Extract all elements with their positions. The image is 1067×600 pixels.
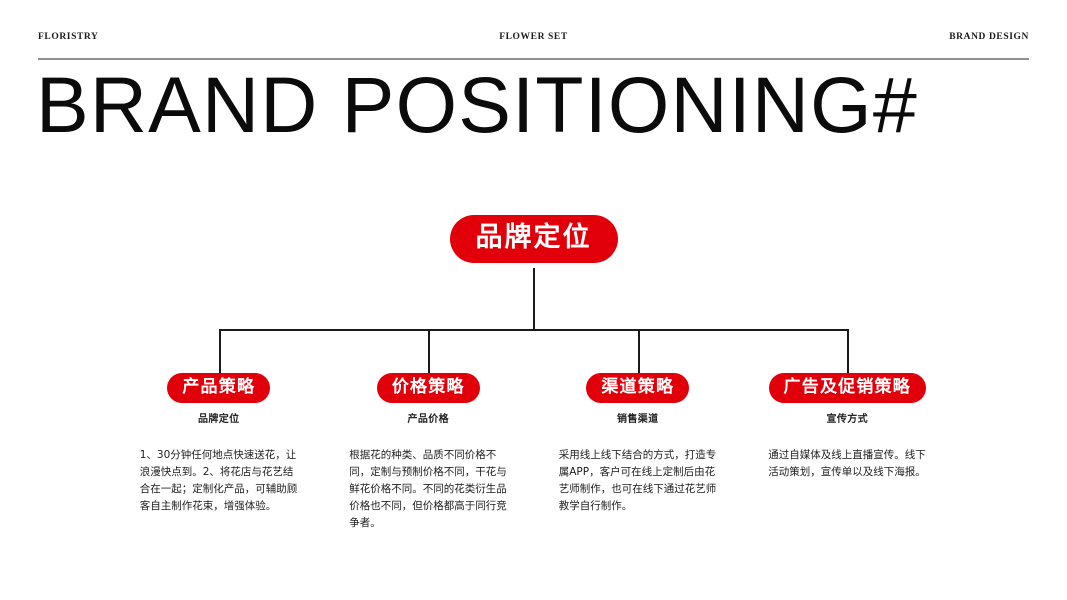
node-badge-promotion: 广告及促销策略	[768, 373, 926, 403]
node-badge-price: 价格策略	[376, 373, 480, 403]
page-title: BRAND POSITIONING#	[36, 60, 918, 149]
header-divider	[38, 58, 1029, 60]
node-subtitle-price: 产品价格	[407, 414, 450, 425]
header-label-right: BRAND DESIGN	[949, 32, 1029, 42]
root-node-badge: 品牌定位	[449, 215, 618, 263]
node-body-promotion: 通过自媒体及线上直播宣传。线下活动策划，宣传单以及线下海报。	[768, 449, 926, 478]
strategy-column-product: 产品策略 品牌定位 1、30分钟任何地点快速送花，让浪漫快点到。2、将花店与花艺…	[114, 373, 324, 532]
node-subtitle-channel: 销售渠道	[616, 414, 659, 425]
strategy-column-channel: 渠道策略 销售渠道 采用线上线下结合的方式，打造专属APP，客户可在线上定制后由…	[533, 373, 743, 532]
connector-stem	[533, 268, 535, 330]
connector-drop-1	[219, 329, 221, 377]
header-label-left: FLORISTRY	[38, 32, 99, 42]
node-body-product: 1、30分钟任何地点快速送花，让浪漫快点到。2、将花店与花艺结合在一起；定制化产…	[139, 449, 298, 512]
strategy-column-price: 价格策略 产品价格 根据花的种类、品质不同价格不同，定制与预制价格不同，干花与鲜…	[324, 373, 534, 532]
connector-drop-2	[428, 329, 430, 377]
connector-drop-3	[638, 329, 640, 377]
connector-drop-4	[847, 329, 849, 377]
connector-horizontal-bar	[219, 329, 848, 331]
node-body-channel: 采用线上线下结合的方式，打造专属APP，客户可在线上定制后由花艺师制作，也可在线…	[558, 449, 717, 512]
strategy-diagram: 品牌定位 产品策略 品牌定位 1、30分钟任何地点快速送花，让浪漫快点到。2、将…	[0, 205, 1067, 585]
header-label-center: FLOWER SET	[499, 32, 568, 42]
node-subtitle-promotion: 宣传方式	[826, 414, 869, 425]
strategy-column-promotion: 广告及促销策略 宣传方式 通过自媒体及线上直播宣传。线下活动策划，宣传单以及线下…	[743, 373, 953, 532]
strategy-columns: 产品策略 品牌定位 1、30分钟任何地点快速送花，让浪漫快点到。2、将花店与花艺…	[0, 373, 1067, 532]
slide-header: FLORISTRY FLOWER SET BRAND DESIGN	[38, 28, 1029, 46]
node-badge-product: 产品策略	[167, 373, 271, 403]
node-subtitle-product: 品牌定位	[197, 414, 240, 425]
node-body-price: 根据花的种类、品质不同价格不同，定制与预制价格不同，干花与鲜花价格不同。不同的花…	[349, 449, 507, 529]
node-badge-channel: 渠道策略	[586, 373, 690, 403]
